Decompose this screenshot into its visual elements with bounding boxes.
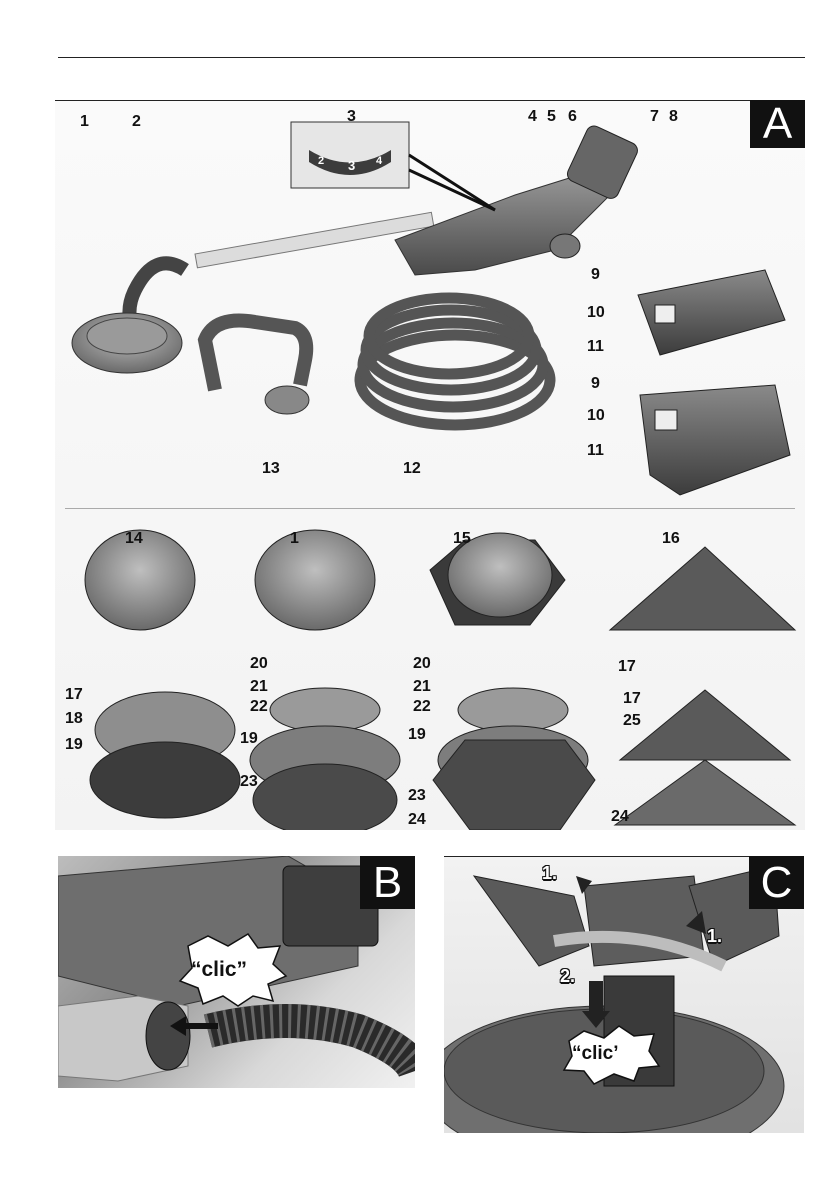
step-1-left: 1. — [542, 863, 557, 884]
dial-digit-4: 4 — [376, 155, 382, 167]
callout-21b: 21 — [413, 678, 431, 696]
callout-1: 1 — [80, 113, 89, 131]
clic-sound-label: “clic’ — [572, 1043, 618, 1065]
pad-16 — [610, 547, 795, 630]
callout-13: 13 — [262, 460, 280, 478]
dial-digit-3: 3 — [348, 158, 355, 173]
callout-19a: 19 — [65, 736, 83, 754]
figure-panel-b: B “clic” — [58, 856, 415, 1088]
callout-23a: 23 — [240, 773, 258, 791]
callout-15: 15 — [453, 530, 471, 548]
callout-12: 12 — [403, 460, 421, 478]
callout-19c: 19 — [408, 726, 426, 744]
callout-22a: 22 — [250, 698, 268, 716]
stack-1 — [270, 688, 380, 732]
callout-2: 2 — [132, 113, 141, 131]
callout-19b: 19 — [240, 730, 258, 748]
dust-port — [550, 234, 580, 258]
stack-16 — [620, 690, 790, 760]
callout-20b: 20 — [413, 655, 431, 673]
callout-21a: 21 — [250, 678, 268, 696]
callout-11b: 11 — [587, 442, 604, 460]
callout-6: 6 — [568, 108, 577, 126]
callout-4: 4 — [528, 108, 537, 126]
dial-digit-2: 2 — [318, 155, 324, 167]
panel-a-illustration — [55, 100, 805, 830]
figure-panel-c: C 1. 1. 2. “clic’ — [444, 856, 804, 1133]
callout-16: 16 — [662, 530, 680, 548]
pad-1 — [255, 530, 375, 630]
battery-large — [640, 385, 790, 495]
callout-17a: 17 — [65, 686, 83, 704]
suction-hose — [360, 298, 550, 425]
callout-23b: 23 — [408, 787, 426, 805]
callout-18: 18 — [65, 710, 83, 728]
stack-15 — [458, 688, 568, 732]
panel-b-letter: B — [360, 856, 415, 909]
callout-11a: 11 — [587, 338, 604, 356]
callout-3: 3 — [347, 108, 356, 126]
panel-a-divider — [65, 508, 795, 509]
clic-sound-label: “clic” — [191, 958, 247, 982]
panel-c-letter: C — [749, 856, 804, 909]
step-2: 2. — [560, 966, 575, 987]
d-handle — [205, 320, 306, 390]
callout-10a: 10 — [587, 304, 605, 322]
callout-20a: 20 — [250, 655, 268, 673]
callout-1b: 1 — [290, 530, 299, 548]
callout-22b: 22 — [413, 698, 431, 716]
callout-8: 8 — [669, 108, 678, 126]
callout-14: 14 — [125, 530, 143, 548]
callout-17b: 17 — [618, 658, 636, 676]
callout-7: 7 — [650, 108, 659, 126]
callout-17c: 17 — [623, 690, 641, 708]
arm-left — [474, 876, 589, 966]
arrow-2 — [589, 981, 603, 1013]
speed-dial-inset — [291, 122, 409, 188]
callout-24b: 24 — [611, 808, 629, 826]
callout-24a: 24 — [408, 811, 426, 829]
callout-10b: 10 — [587, 407, 605, 425]
callout-9a: 9 — [591, 266, 600, 284]
callout-9b: 9 — [591, 375, 600, 393]
figure-panel-a: A — [55, 100, 805, 830]
dust-port — [146, 1002, 190, 1070]
header-rule — [58, 57, 805, 58]
callout-5: 5 — [547, 108, 556, 126]
step-1-right: 1. — [707, 926, 722, 947]
callout-25: 25 — [623, 712, 641, 730]
